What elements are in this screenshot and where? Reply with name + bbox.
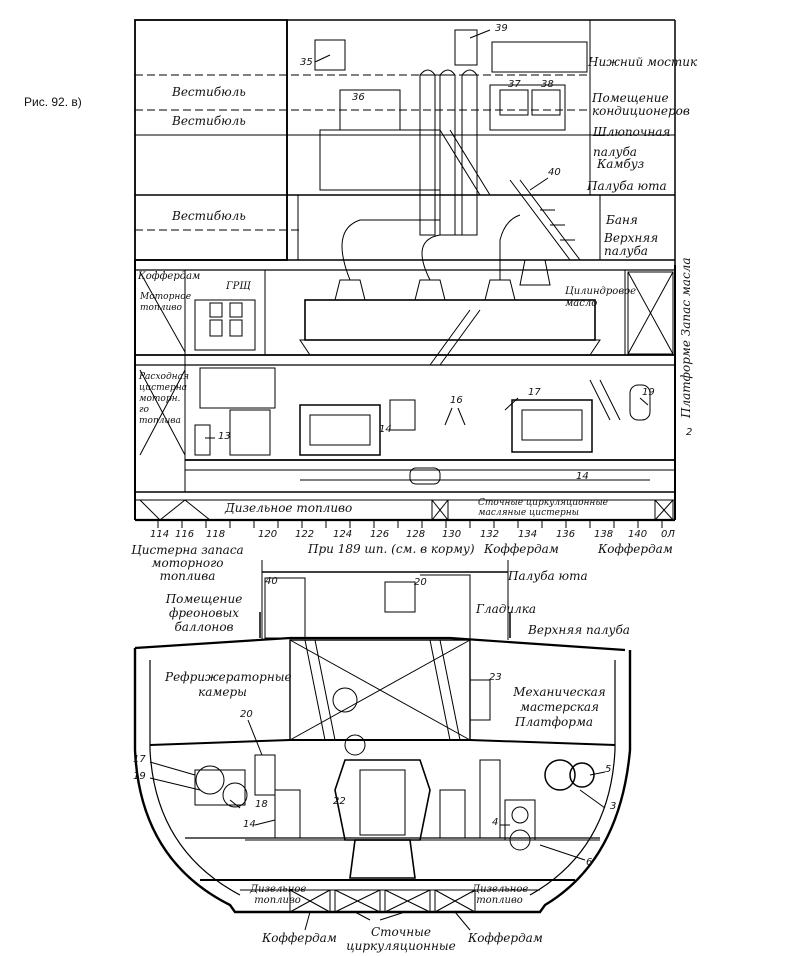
label-galley: Камбуз <box>597 157 645 171</box>
frame-118: 118 <box>206 529 226 540</box>
callout-16: 16 <box>450 395 463 406</box>
frame-122: 122 <box>295 529 315 540</box>
label-cs-cofferdam-left: Коффердам <box>262 931 337 945</box>
label-cs-diesel-right: Дизельное топливо <box>472 884 529 906</box>
cs-callout-4: 4 <box>492 817 499 828</box>
frame-134: 134 <box>518 529 538 540</box>
label-cs-poop-deck: Палуба юта <box>508 569 588 583</box>
frame-114: 114 <box>150 529 170 540</box>
label-frame-spacing: При 189 шп. (см. в корму) <box>308 542 475 556</box>
callout-2: 2 <box>686 427 693 438</box>
label-shelter: Гладилка <box>476 602 537 616</box>
frame-132: 132 <box>480 529 500 540</box>
cs-callout-3: 3 <box>610 801 617 812</box>
label-vestibule-low: Вестибюль <box>172 209 246 223</box>
label-cofferdam-top: Коффердам <box>138 271 201 282</box>
frame-124: 124 <box>333 529 353 540</box>
label-drain-oil-tanks: Сточные циркуляционные масляные цистерны <box>478 498 609 518</box>
label-service-tank: Расходная цистерна моторн. го топлива <box>139 372 189 426</box>
label-cs-diesel-left: Дизельное топливо <box>250 884 307 906</box>
label-upper-deck: Верхняя палуба <box>604 231 659 258</box>
frame-136: 136 <box>556 529 576 540</box>
callout-36: 36 <box>352 92 365 103</box>
callout-14b: 14 <box>576 471 589 482</box>
cs-callout-23: 23 <box>489 672 502 683</box>
cs-callout-22: 22 <box>333 796 346 807</box>
label-main-switchboard: ГРЩ <box>226 281 251 292</box>
label-vestibule-mid: Вестибюль <box>172 114 246 128</box>
cs-callout-14: 14 <box>243 819 256 830</box>
label-ac-room: Помещение кондиционеров <box>592 91 690 118</box>
cs-callout-6: 6 <box>586 857 593 868</box>
callout-17: 17 <box>528 387 541 398</box>
label-cs-cofferdam-right: Коффердам <box>468 931 543 945</box>
frame-end: 0Л <box>661 529 675 540</box>
cross-section <box>133 560 632 931</box>
cs-callout-40: 40 <box>265 576 278 587</box>
figure-caption: Рис. 92. в) <box>24 95 82 109</box>
callout-40: 40 <box>548 167 561 178</box>
cs-callout-19: 19 <box>133 771 146 782</box>
label-oil-reserve-platform: Платформе Запас масла <box>679 257 693 418</box>
frame-128: 128 <box>406 529 426 540</box>
label-refrigeration: Рефрижераторные камеры <box>165 670 292 699</box>
label-platform: Платформа <box>515 715 594 729</box>
callout-13: 13 <box>218 431 231 442</box>
cs-callout-17: 17 <box>133 754 146 765</box>
label-freon-cylinders: Помещение фреоновых баллонов <box>165 592 243 634</box>
callout-37: 37 <box>508 79 521 90</box>
label-poop-deck: Палуба юта <box>587 179 667 193</box>
label-boat-deck: Шлюпочная палуба <box>593 125 671 159</box>
callout-35: 35 <box>300 57 313 68</box>
label-cs-upper-deck: Верхняя палуба <box>528 623 630 637</box>
label-cylinder-oil: Цилиндровое масло <box>565 286 637 309</box>
label-vestibule-top: Вестибюль <box>172 85 246 99</box>
frame-140: 140 <box>628 529 648 540</box>
label-diesel-fuel: Дизельное топливо <box>225 501 353 515</box>
frame-130: 130 <box>442 529 462 540</box>
frame-scale: 114 116 118 120 122 124 126 128 130 132 … <box>120 530 680 544</box>
frame-126: 126 <box>370 529 390 540</box>
cs-callout-20a: 20 <box>414 577 427 588</box>
frame-116: 116 <box>175 529 195 540</box>
frame-138: 138 <box>594 529 614 540</box>
label-cs-drain-oil-tanks: Сточные циркуляционные масляные цистерны <box>346 925 456 956</box>
callout-39: 39 <box>495 23 508 34</box>
callout-14a: 14 <box>379 424 392 435</box>
label-reserve-tank: Цистерна запаса моторного топлива <box>131 543 244 583</box>
label-workshop: Механическая мастерская <box>513 685 606 714</box>
label-cofferdam-mid: Коффердам <box>484 542 559 556</box>
label-motor-fuel: Моторное топливо <box>140 292 192 313</box>
cs-callout-5: 5 <box>605 764 612 775</box>
cs-callout-18: 18 <box>255 799 268 810</box>
callout-38: 38 <box>541 79 554 90</box>
label-bathhouse: Баня <box>606 213 638 227</box>
label-lower-bridge: Нижний мостик <box>588 55 698 69</box>
frame-120: 120 <box>258 529 278 540</box>
cs-callout-20b: 20 <box>240 709 253 720</box>
callout-19: 19 <box>642 387 655 398</box>
longitudinal-section <box>134 19 676 528</box>
label-cofferdam-aft: Коффердам <box>598 542 673 556</box>
